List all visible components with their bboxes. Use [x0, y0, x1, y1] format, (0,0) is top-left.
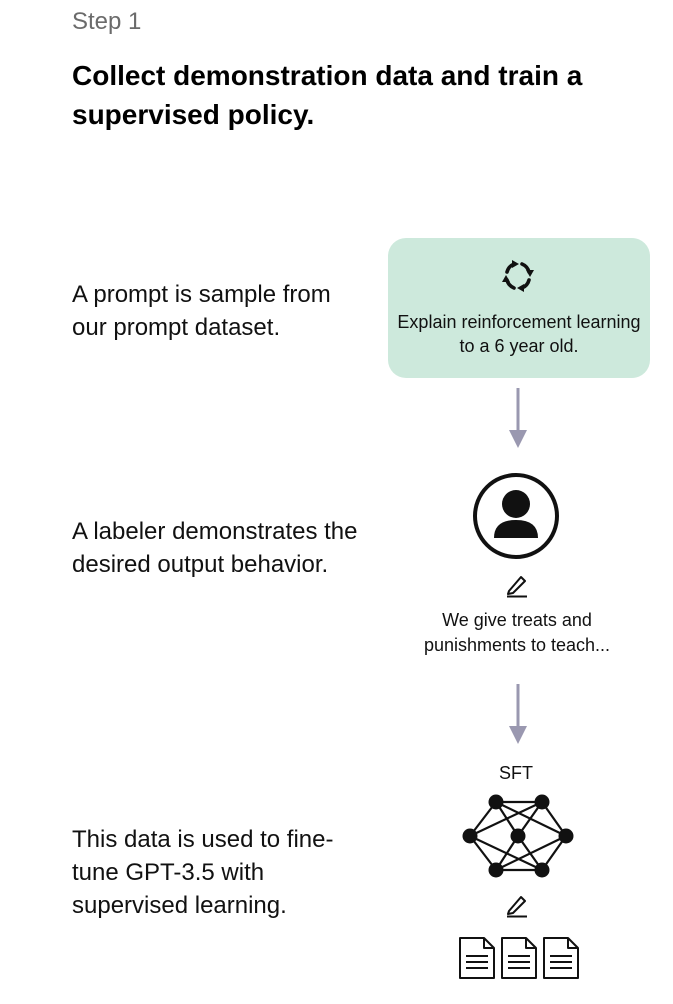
labeler-avatar	[472, 472, 560, 560]
prompt-card: Explain reinforcement learning to a 6 ye…	[388, 238, 650, 378]
row-description-labeler: A labeler demonstrates the desired outpu…	[72, 518, 358, 578]
arrow-down-icon	[509, 388, 527, 448]
person-icon	[473, 473, 559, 559]
sft-label: SFT	[499, 763, 533, 783]
refresh-icon	[498, 256, 538, 296]
documents-icon	[459, 937, 579, 979]
step-label: Step 1	[72, 8, 142, 35]
neural-network-icon	[462, 794, 574, 878]
row-description-prompt: A prompt is sample from our prompt datas…	[72, 281, 331, 341]
pencil-icon	[507, 576, 527, 598]
pencil-icon	[507, 896, 527, 918]
demonstration-output-text: We give treats and punishments to teach.…	[423, 610, 611, 655]
arrow-down-icon	[509, 684, 527, 744]
diagram-title: Collect demonstration data and train a s…	[72, 60, 583, 130]
row-description-sft: This data is used to fine-tune GPT-3.5 w…	[72, 826, 334, 919]
prompt-text: Explain reinforcement learning to a 6 ye…	[397, 312, 641, 356]
